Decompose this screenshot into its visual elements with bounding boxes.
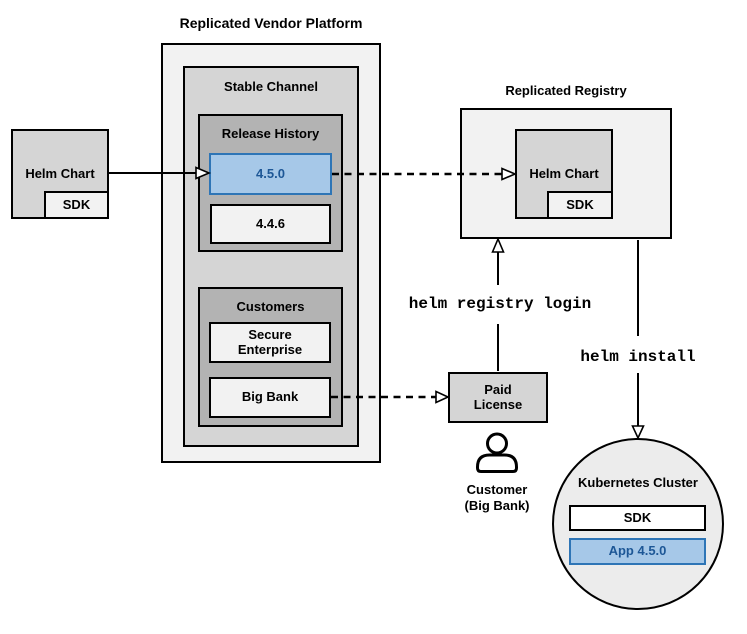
release-item-446: 4.4.6 (210, 204, 331, 244)
customer-caption-text: Customer (Big Bank) (464, 482, 530, 514)
arrow-registry-to-cluster (631, 240, 645, 440)
command-helm-install: helm install (580, 348, 696, 366)
customer-item-label: Secure Enterprise (237, 326, 303, 357)
vendor-platform-title: Replicated Vendor Platform (179, 15, 363, 31)
release-history-label: Release History (221, 126, 320, 141)
kubernetes-cluster-title: Kubernetes Cluster (578, 475, 698, 490)
source-sdk-box: SDK (44, 191, 109, 219)
person-icon (476, 432, 518, 473)
registry-title: Replicated Registry (505, 83, 627, 98)
customer-item-secure-enterprise: Secure Enterprise (209, 322, 331, 363)
command-helm-registry-login: helm registry login (408, 295, 592, 313)
customer-item-big-bank: Big Bank (209, 377, 331, 418)
release-item-450: 4.5.0 (209, 153, 332, 195)
paid-license-label: Paid License (473, 381, 523, 412)
cluster-app-box: App 4.5.0 (569, 538, 706, 565)
cluster-sdk-box: SDK (569, 505, 706, 531)
customer-caption: Customer (Big Bank) (447, 482, 547, 515)
registry-sdk-box: SDK (547, 191, 613, 219)
customers-label: Customers (236, 299, 305, 314)
stable-channel-label: Stable Channel (224, 79, 318, 94)
paid-license-box: Paid License (448, 372, 548, 423)
